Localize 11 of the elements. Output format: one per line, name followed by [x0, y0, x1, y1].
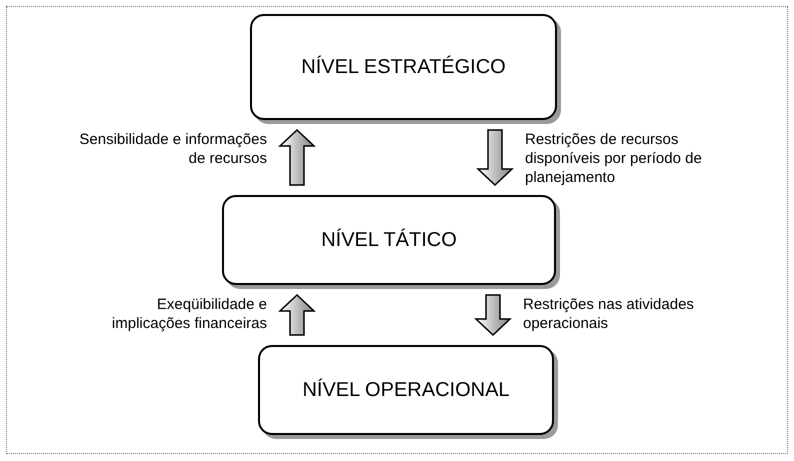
edge-label: Exeqüibilidade e implicações financeiras [110, 295, 267, 333]
edge-label: Restrições de recursos disponíveis por período de planejamento [525, 130, 703, 187]
block-arrow [474, 294, 512, 336]
level-title: NÍVEL OPERACIONAL [302, 378, 510, 403]
level-title: NÍVEL TÁTICO [321, 228, 457, 253]
block-arrow [476, 129, 514, 186]
block-arrow [278, 294, 316, 336]
level-title: NÍVEL ESTRATÉGICO [301, 54, 506, 80]
edge-label: Sensibilidade e informações de recursos [78, 130, 267, 168]
edge-label: Restrições nas atividades operacionais [523, 295, 695, 333]
block-arrow [278, 128, 316, 186]
